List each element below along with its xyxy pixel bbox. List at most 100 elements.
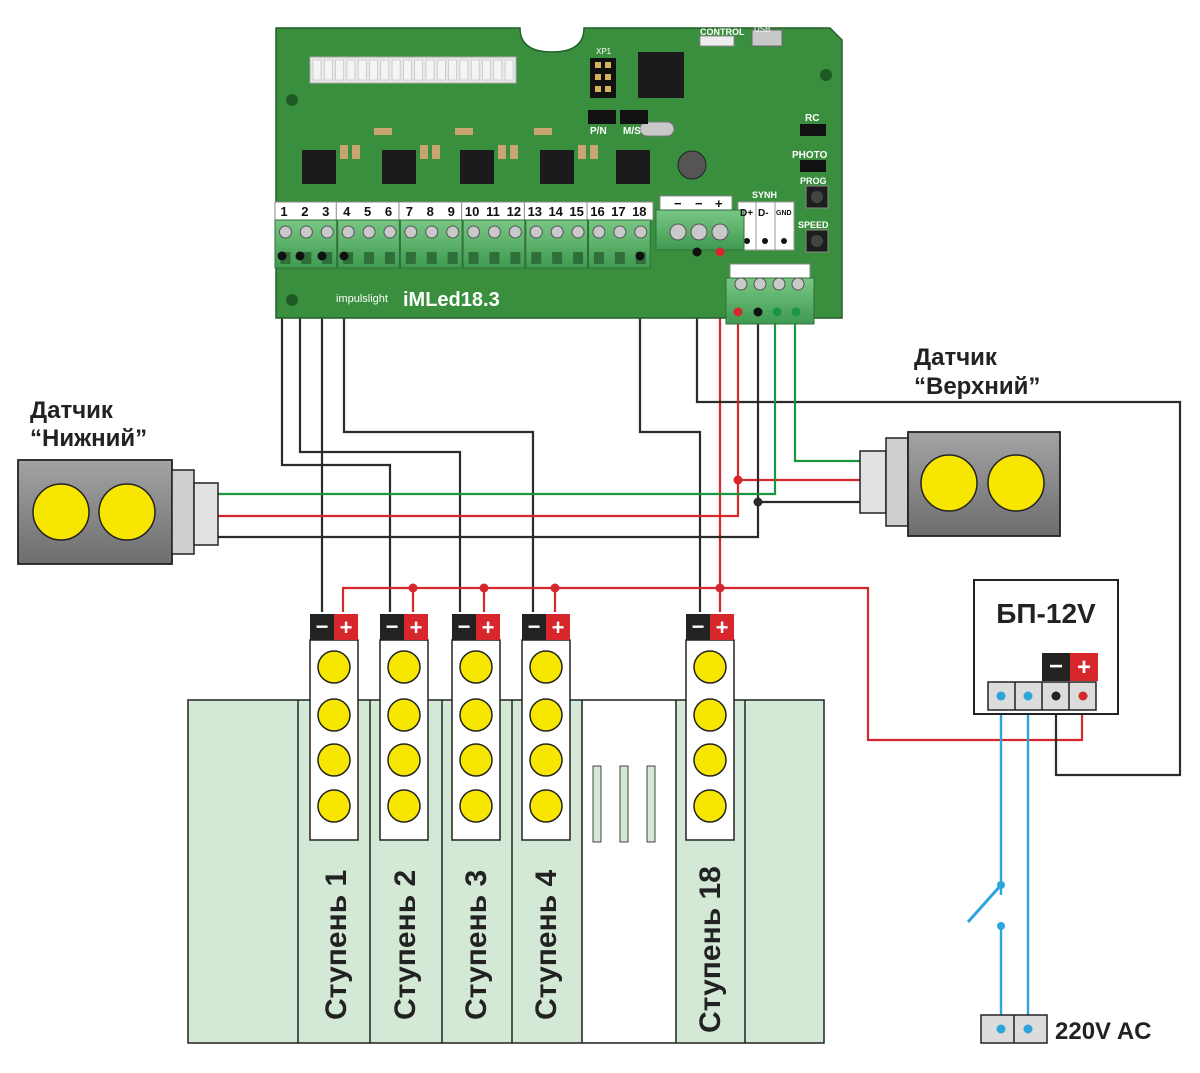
sensor-upper-subtitle: “Верхний”	[914, 373, 1040, 400]
board-label-gnd: GND	[776, 210, 792, 217]
psu-minus-badge	[1042, 653, 1070, 681]
mains-label: 220V AC	[1055, 1018, 1152, 1045]
led-dot	[529, 743, 563, 777]
usb-connector	[751, 29, 783, 47]
led-dot	[529, 650, 563, 684]
board-label-dplus: D+	[740, 208, 753, 219]
strip-plus-label: +	[552, 615, 565, 640]
psu-plus-label: +	[1077, 654, 1091, 681]
board-label-ms: M/S	[623, 126, 641, 137]
led-dot	[693, 650, 727, 684]
terminal-number-4: 4	[343, 204, 351, 219]
wire-ch2-step2-minus	[280, 258, 392, 612]
led-dot	[387, 650, 421, 684]
strip-minus-badge	[452, 614, 476, 640]
board-label-speed: SPEED	[798, 220, 829, 230]
terminal-number-9: 9	[448, 204, 455, 219]
strip-plus-badge	[334, 614, 358, 640]
strip-minus-badge	[686, 614, 710, 640]
led-strip-4: −+	[521, 614, 571, 841]
terminal-number-16: 16	[590, 204, 604, 219]
terminal-number-8: 8	[427, 204, 434, 219]
wire-ch3-step3-minus	[298, 258, 462, 612]
led-dot	[459, 743, 493, 777]
terminal-number-5: 5	[364, 204, 371, 219]
step-label-1: Ступень 1	[320, 870, 353, 1020]
sensor-upper-title: Датчик	[914, 344, 998, 371]
led-dot	[317, 789, 351, 823]
wire-ch4-step4-minus	[342, 258, 535, 612]
step-labels: Ступень 1 Ступень 2 Ступень 3 Ступень 4 …	[320, 866, 727, 1033]
smd-parts	[340, 128, 598, 159]
terminal-number-15: 15	[569, 204, 583, 219]
board-label-xp1: XP1	[596, 47, 612, 56]
board-label-pn: P/N	[590, 126, 607, 137]
mains-switch	[966, 881, 1012, 930]
strip-minus-badge	[310, 614, 334, 640]
step-label-4: Ступень 4	[530, 870, 563, 1020]
step-label-3: Ступень 3	[460, 870, 493, 1020]
terminal-number-7: 7	[406, 204, 413, 219]
sensor-lower-subtitle: “Нижний”	[30, 425, 147, 452]
board-label-control: CONTROL	[700, 27, 745, 37]
board-label-rc: RC	[805, 113, 819, 124]
sensor-lower: Датчик “Нижний”	[17, 397, 219, 565]
psu-plus-badge	[1070, 653, 1098, 681]
strip-plus-badge	[546, 614, 570, 640]
strip-minus-badge	[522, 614, 546, 640]
led-strip-3: −+	[451, 614, 501, 841]
psu-minus-label: −	[1049, 653, 1063, 680]
strip-minus-label: −	[458, 614, 471, 639]
strip-plus-label: +	[482, 615, 495, 640]
strip-minus-label: −	[692, 614, 705, 639]
led-dot	[693, 789, 727, 823]
led-dot	[317, 743, 351, 777]
terminal-number-1: 1	[280, 204, 287, 219]
led-dot	[693, 743, 727, 777]
terminal-number-2: 2	[301, 204, 308, 219]
terminal-number-13: 13	[528, 204, 542, 219]
step-label-2: Ступень 2	[389, 870, 422, 1020]
sensor-lower-eye-1	[32, 483, 90, 541]
resistor-array	[309, 56, 517, 84]
psu-title: БП-12V	[996, 598, 1096, 629]
led-dot	[459, 789, 493, 823]
strip-plus-badge	[710, 614, 734, 640]
terminal-number-17: 17	[611, 204, 625, 219]
sensor-upper-eye-2	[987, 454, 1045, 512]
strip-minus-label: −	[528, 614, 541, 639]
board-label-synh: SYNH	[752, 190, 777, 200]
strip-plus-label: +	[716, 615, 729, 640]
led-dot	[693, 698, 727, 732]
terminal-number-12: 12	[507, 204, 521, 219]
terminal-dots	[277, 247, 801, 317]
sensor-lower-title: Датчик	[30, 397, 114, 424]
wire-plus-bus	[341, 586, 1084, 742]
terminal-blocks	[274, 219, 651, 269]
terminal-number-6: 6	[385, 204, 392, 219]
junction-dots	[408, 475, 763, 593]
led-dot	[459, 698, 493, 732]
capacitor	[677, 150, 707, 180]
terminal-number-11: 11	[486, 204, 500, 219]
board-label-prog: PROG	[800, 176, 827, 186]
pwr-minus-1-label: −	[674, 196, 682, 211]
terminal-number-10: 10	[465, 204, 479, 219]
led-dot	[387, 789, 421, 823]
led-dot	[387, 698, 421, 732]
strip-plus-label: +	[410, 615, 423, 640]
led-dot	[459, 650, 493, 684]
wire-ch18-step18-minus	[638, 258, 702, 612]
pwr-minus-2-label: −	[695, 196, 703, 211]
sensor-terminal	[725, 263, 815, 325]
pwr-plus-label: +	[715, 196, 723, 211]
led-strips: −+−+−+−+−+	[309, 614, 735, 841]
led-dot	[387, 743, 421, 777]
power-terminal: − − +	[655, 195, 745, 251]
step-label-18: Ступень 18	[694, 866, 727, 1033]
strip-minus-label: −	[386, 614, 399, 639]
wire-board-minus	[695, 245, 1182, 777]
driver-ics	[302, 150, 650, 184]
